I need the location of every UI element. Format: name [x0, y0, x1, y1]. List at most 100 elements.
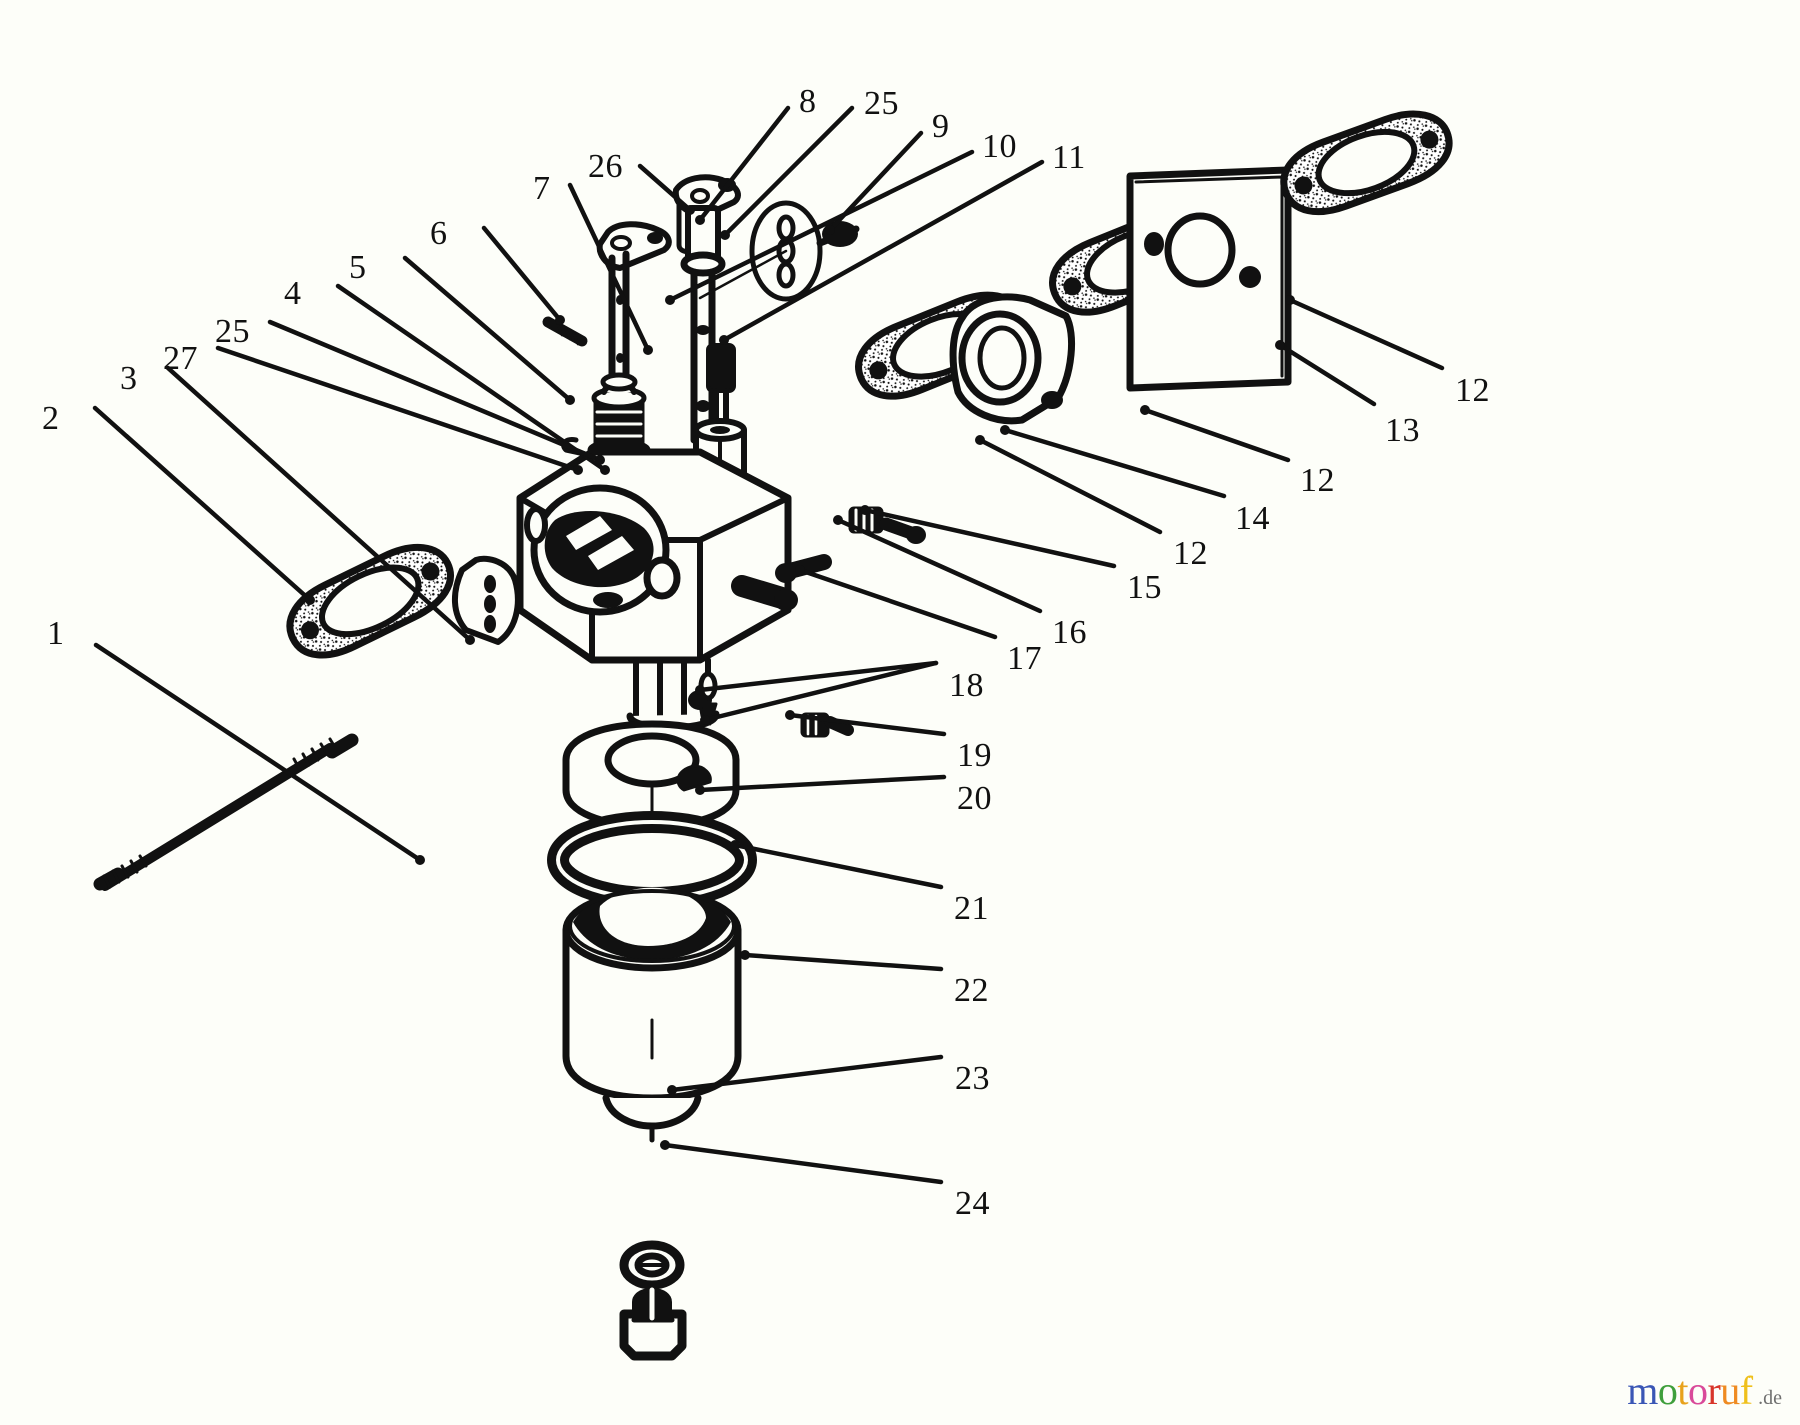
callout-label-6: 6	[430, 215, 448, 252]
leader-21	[732, 842, 944, 890]
watermark-letter-f-6: f	[1739, 1368, 1753, 1413]
callout-label-19: 19	[957, 737, 992, 774]
callout-label-22: 22	[954, 972, 989, 1009]
leader-8	[697, 105, 791, 223]
leader-4-endpoint	[600, 465, 610, 475]
leader-25a-endpoint	[720, 230, 730, 240]
part-insulator-spacer	[949, 293, 1076, 425]
part-idle-adjust-screw	[706, 343, 736, 441]
callout-label-7: 7	[533, 170, 551, 207]
watermark-letter-r-4: r	[1707, 1368, 1721, 1413]
part-throttle-shaft-assembly	[672, 174, 741, 444]
callout-label-13: 13	[1385, 412, 1420, 449]
leader-11	[721, 159, 1045, 343]
leader-10-endpoint	[665, 295, 675, 305]
leader-18a	[697, 660, 939, 693]
callout-label-25: 25	[864, 85, 899, 122]
callout-label-11: 11	[1052, 139, 1086, 176]
part-bowl-o-ring	[547, 811, 757, 909]
watermark-letter-m-0: m	[1627, 1368, 1658, 1413]
leader-24-endpoint	[660, 1140, 670, 1150]
callout-label-1: 1	[47, 615, 65, 652]
callout-label-27: 27	[163, 340, 198, 377]
leader-12b-endpoint	[1140, 405, 1150, 415]
callout-label-9: 9	[932, 108, 950, 145]
callout-label-12: 12	[1173, 535, 1208, 572]
callout-label-15: 15	[1127, 569, 1162, 606]
leader-24	[662, 1142, 944, 1185]
part-bowl-nut	[619, 1287, 687, 1361]
callout-label-10: 10	[982, 128, 1017, 165]
leader-19	[787, 712, 947, 737]
leader-13	[1277, 342, 1377, 407]
part-heat-shield-plate	[1126, 166, 1292, 392]
leader-2	[92, 405, 313, 603]
leader-26	[637, 163, 693, 213]
callout-label-25: 25	[215, 313, 250, 350]
leader-14-endpoint	[1000, 425, 1010, 435]
leader-12a	[1287, 297, 1445, 371]
callout-label-21: 21	[954, 890, 989, 927]
callout-label-8: 8	[799, 83, 817, 120]
leader-17	[797, 567, 998, 640]
leader-18b-endpoint	[700, 715, 710, 725]
leader-5	[402, 255, 573, 403]
leader-19-endpoint	[785, 710, 795, 720]
leader-18b	[702, 660, 939, 723]
watermark-letter-u-5: u	[1720, 1368, 1740, 1413]
leader-1-endpoint	[415, 855, 425, 865]
leader-15-endpoint	[860, 505, 870, 515]
leader-7-endpoint	[643, 345, 653, 355]
watermark-dot: ˙	[1746, 1371, 1753, 1392]
part-float-retainer-ring	[562, 720, 740, 830]
part-bowl-screw-b	[775, 554, 832, 583]
leader-16	[835, 517, 1043, 614]
leader-18a-endpoint	[695, 685, 705, 695]
leader-25b	[267, 319, 603, 463]
part-throttle-disc	[698, 200, 823, 302]
leader-12c	[977, 437, 1163, 535]
leader-10	[667, 149, 975, 303]
leader-16-endpoint	[833, 515, 843, 525]
leader-11-endpoint	[719, 335, 729, 345]
part-flange-gasket-lower-left	[278, 533, 462, 670]
leader-7	[567, 182, 651, 353]
leader-15	[862, 507, 1117, 569]
watermark-letter-t-2: t	[1677, 1368, 1688, 1413]
watermark-letter-o-1: o	[1657, 1368, 1678, 1413]
callout-label-5: 5	[349, 249, 367, 286]
leader-21-endpoint	[730, 840, 740, 850]
leader-20-endpoint	[695, 785, 705, 795]
leader-22	[742, 952, 944, 972]
leader-4	[335, 283, 608, 473]
leader-12b	[1142, 407, 1291, 463]
watermark-tld: .de	[1758, 1387, 1782, 1409]
part-choke-lever	[596, 221, 672, 401]
callout-label-14: 14	[1235, 500, 1270, 537]
leader-13-endpoint	[1275, 340, 1285, 350]
callout-label-12: 12	[1300, 462, 1335, 499]
part-flange-gasket-e	[1274, 101, 1459, 224]
part-bowl-washer	[619, 1240, 685, 1290]
callout-label-18: 18	[949, 667, 984, 704]
leader-6	[481, 225, 563, 323]
leader-14	[1002, 427, 1227, 499]
leader-20	[697, 774, 947, 793]
leader-1	[93, 642, 423, 863]
callout-label-12: 12	[1455, 372, 1490, 409]
callout-label-3: 3	[120, 360, 138, 397]
leader-25a	[722, 105, 855, 238]
callout-label-24: 24	[955, 1185, 990, 1222]
part-carburetor-body	[516, 372, 798, 732]
callout-label-23: 23	[955, 1060, 990, 1097]
leader-12c-endpoint	[975, 435, 985, 445]
leader-22-endpoint	[740, 950, 750, 960]
leader-5-endpoint	[565, 395, 575, 405]
leader-17-endpoint	[795, 565, 805, 575]
leader-3-endpoint	[465, 635, 475, 645]
part-index-plate-left	[451, 555, 521, 645]
leader-25b-endpoint	[595, 455, 605, 465]
callout-label-20: 20	[957, 780, 992, 817]
leader-23	[669, 1054, 944, 1093]
